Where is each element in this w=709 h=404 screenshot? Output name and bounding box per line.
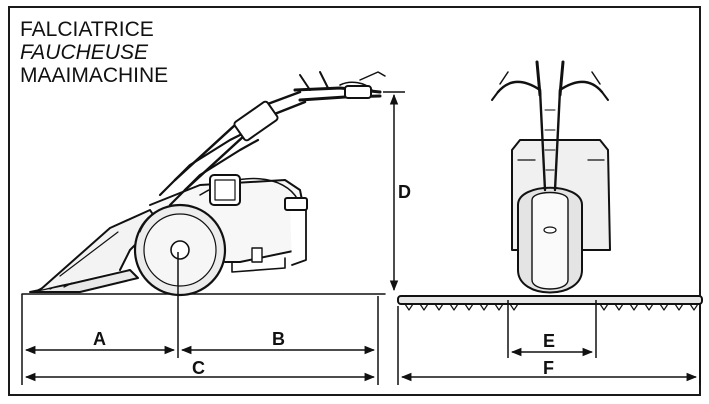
cutter-bar-side [29,269,139,293]
label-e: E [543,331,555,351]
engine-cover [209,174,241,206]
title-block: FALCIATRICE FAUCHEUSE MAAIMACHINE [20,18,168,87]
label-b: B [272,329,285,349]
title-dutch: MAAIMACHINE [20,64,169,87]
label-c: C [192,358,205,378]
title-french: FAUCHEUSE [20,41,148,64]
label-d: D [398,182,411,202]
cutter-bar-front [397,295,703,305]
label-a: A [93,329,106,349]
front-dimensions [397,300,701,385]
side-dimensions [21,91,405,385]
side-view-mower [21,71,386,297]
title-italian: FALCIATRICE [20,18,154,41]
front-view-mower [397,60,703,311]
handle-clamp [233,100,279,142]
label-f: F [543,358,554,378]
